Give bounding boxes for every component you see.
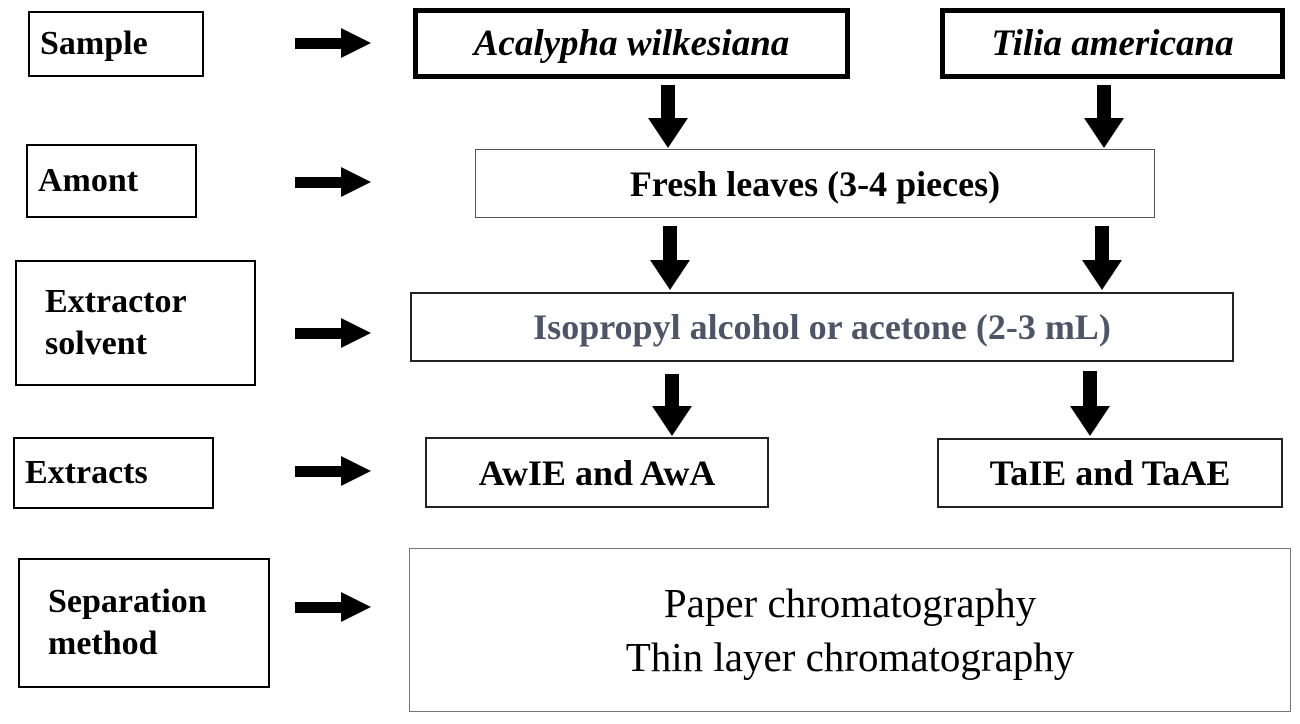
down-arrow-stem bbox=[1097, 85, 1111, 120]
right-arrow-stem bbox=[295, 38, 343, 49]
down-arrow-stem bbox=[1083, 371, 1097, 408]
down-arrow-head bbox=[650, 260, 690, 290]
down-arrow-head bbox=[648, 118, 688, 148]
down-arrow-icon bbox=[648, 85, 688, 148]
down-arrow-icon bbox=[652, 374, 692, 436]
node-species-tilia: Tilia americana bbox=[940, 8, 1285, 79]
node-separation-methods: Paper chromatography Thin layer chromato… bbox=[409, 548, 1291, 712]
right-arrow-head bbox=[341, 456, 371, 486]
row-label-sample: Sample bbox=[28, 11, 204, 77]
down-arrow-head bbox=[1082, 260, 1122, 290]
separation-method-line1: Paper chromatography bbox=[663, 579, 1037, 626]
node-fresh-leaves: Fresh leaves (3-4 pieces) bbox=[475, 149, 1155, 218]
row-label-extracts: Extracts bbox=[13, 437, 214, 509]
down-arrow-icon bbox=[1084, 85, 1124, 148]
row-label-extractor-solvent: Extractor solvent bbox=[15, 260, 256, 386]
right-arrow-stem bbox=[295, 328, 343, 339]
right-arrow-head bbox=[341, 167, 371, 197]
down-arrow-stem bbox=[1095, 226, 1109, 262]
right-arrow-icon bbox=[295, 167, 371, 197]
row-label-separation-method: Separation method bbox=[18, 558, 270, 688]
right-arrow-icon bbox=[295, 28, 371, 58]
right-arrow-icon bbox=[295, 456, 371, 486]
right-arrow-icon bbox=[295, 592, 371, 622]
node-species-acalypha: Acalypha wilkesiana bbox=[413, 8, 850, 79]
right-arrow-head bbox=[341, 592, 371, 622]
down-arrow-head bbox=[1084, 118, 1124, 148]
down-arrow-icon bbox=[650, 226, 690, 290]
node-solvent: Isopropyl alcohol or acetone (2-3 mL) bbox=[410, 292, 1234, 362]
right-arrow-stem bbox=[295, 602, 343, 613]
down-arrow-head bbox=[652, 406, 692, 436]
right-arrow-stem bbox=[295, 177, 343, 188]
right-arrow-icon bbox=[295, 318, 371, 348]
right-arrow-head bbox=[341, 318, 371, 348]
right-arrow-stem bbox=[295, 466, 343, 477]
down-arrow-icon bbox=[1070, 371, 1110, 436]
separation-method-line2: Thin layer chromatography bbox=[625, 634, 1075, 680]
row-label-amount: Amont bbox=[26, 144, 197, 218]
down-arrow-icon bbox=[1082, 226, 1122, 290]
down-arrow-stem bbox=[661, 85, 675, 120]
node-extracts-aw: AwIE and AwA bbox=[425, 437, 769, 508]
down-arrow-stem bbox=[663, 226, 677, 262]
down-arrow-head bbox=[1070, 406, 1110, 436]
down-arrow-stem bbox=[665, 374, 679, 408]
node-extracts-ta: TaIE and TaAE bbox=[937, 438, 1283, 508]
right-arrow-head bbox=[341, 28, 371, 58]
